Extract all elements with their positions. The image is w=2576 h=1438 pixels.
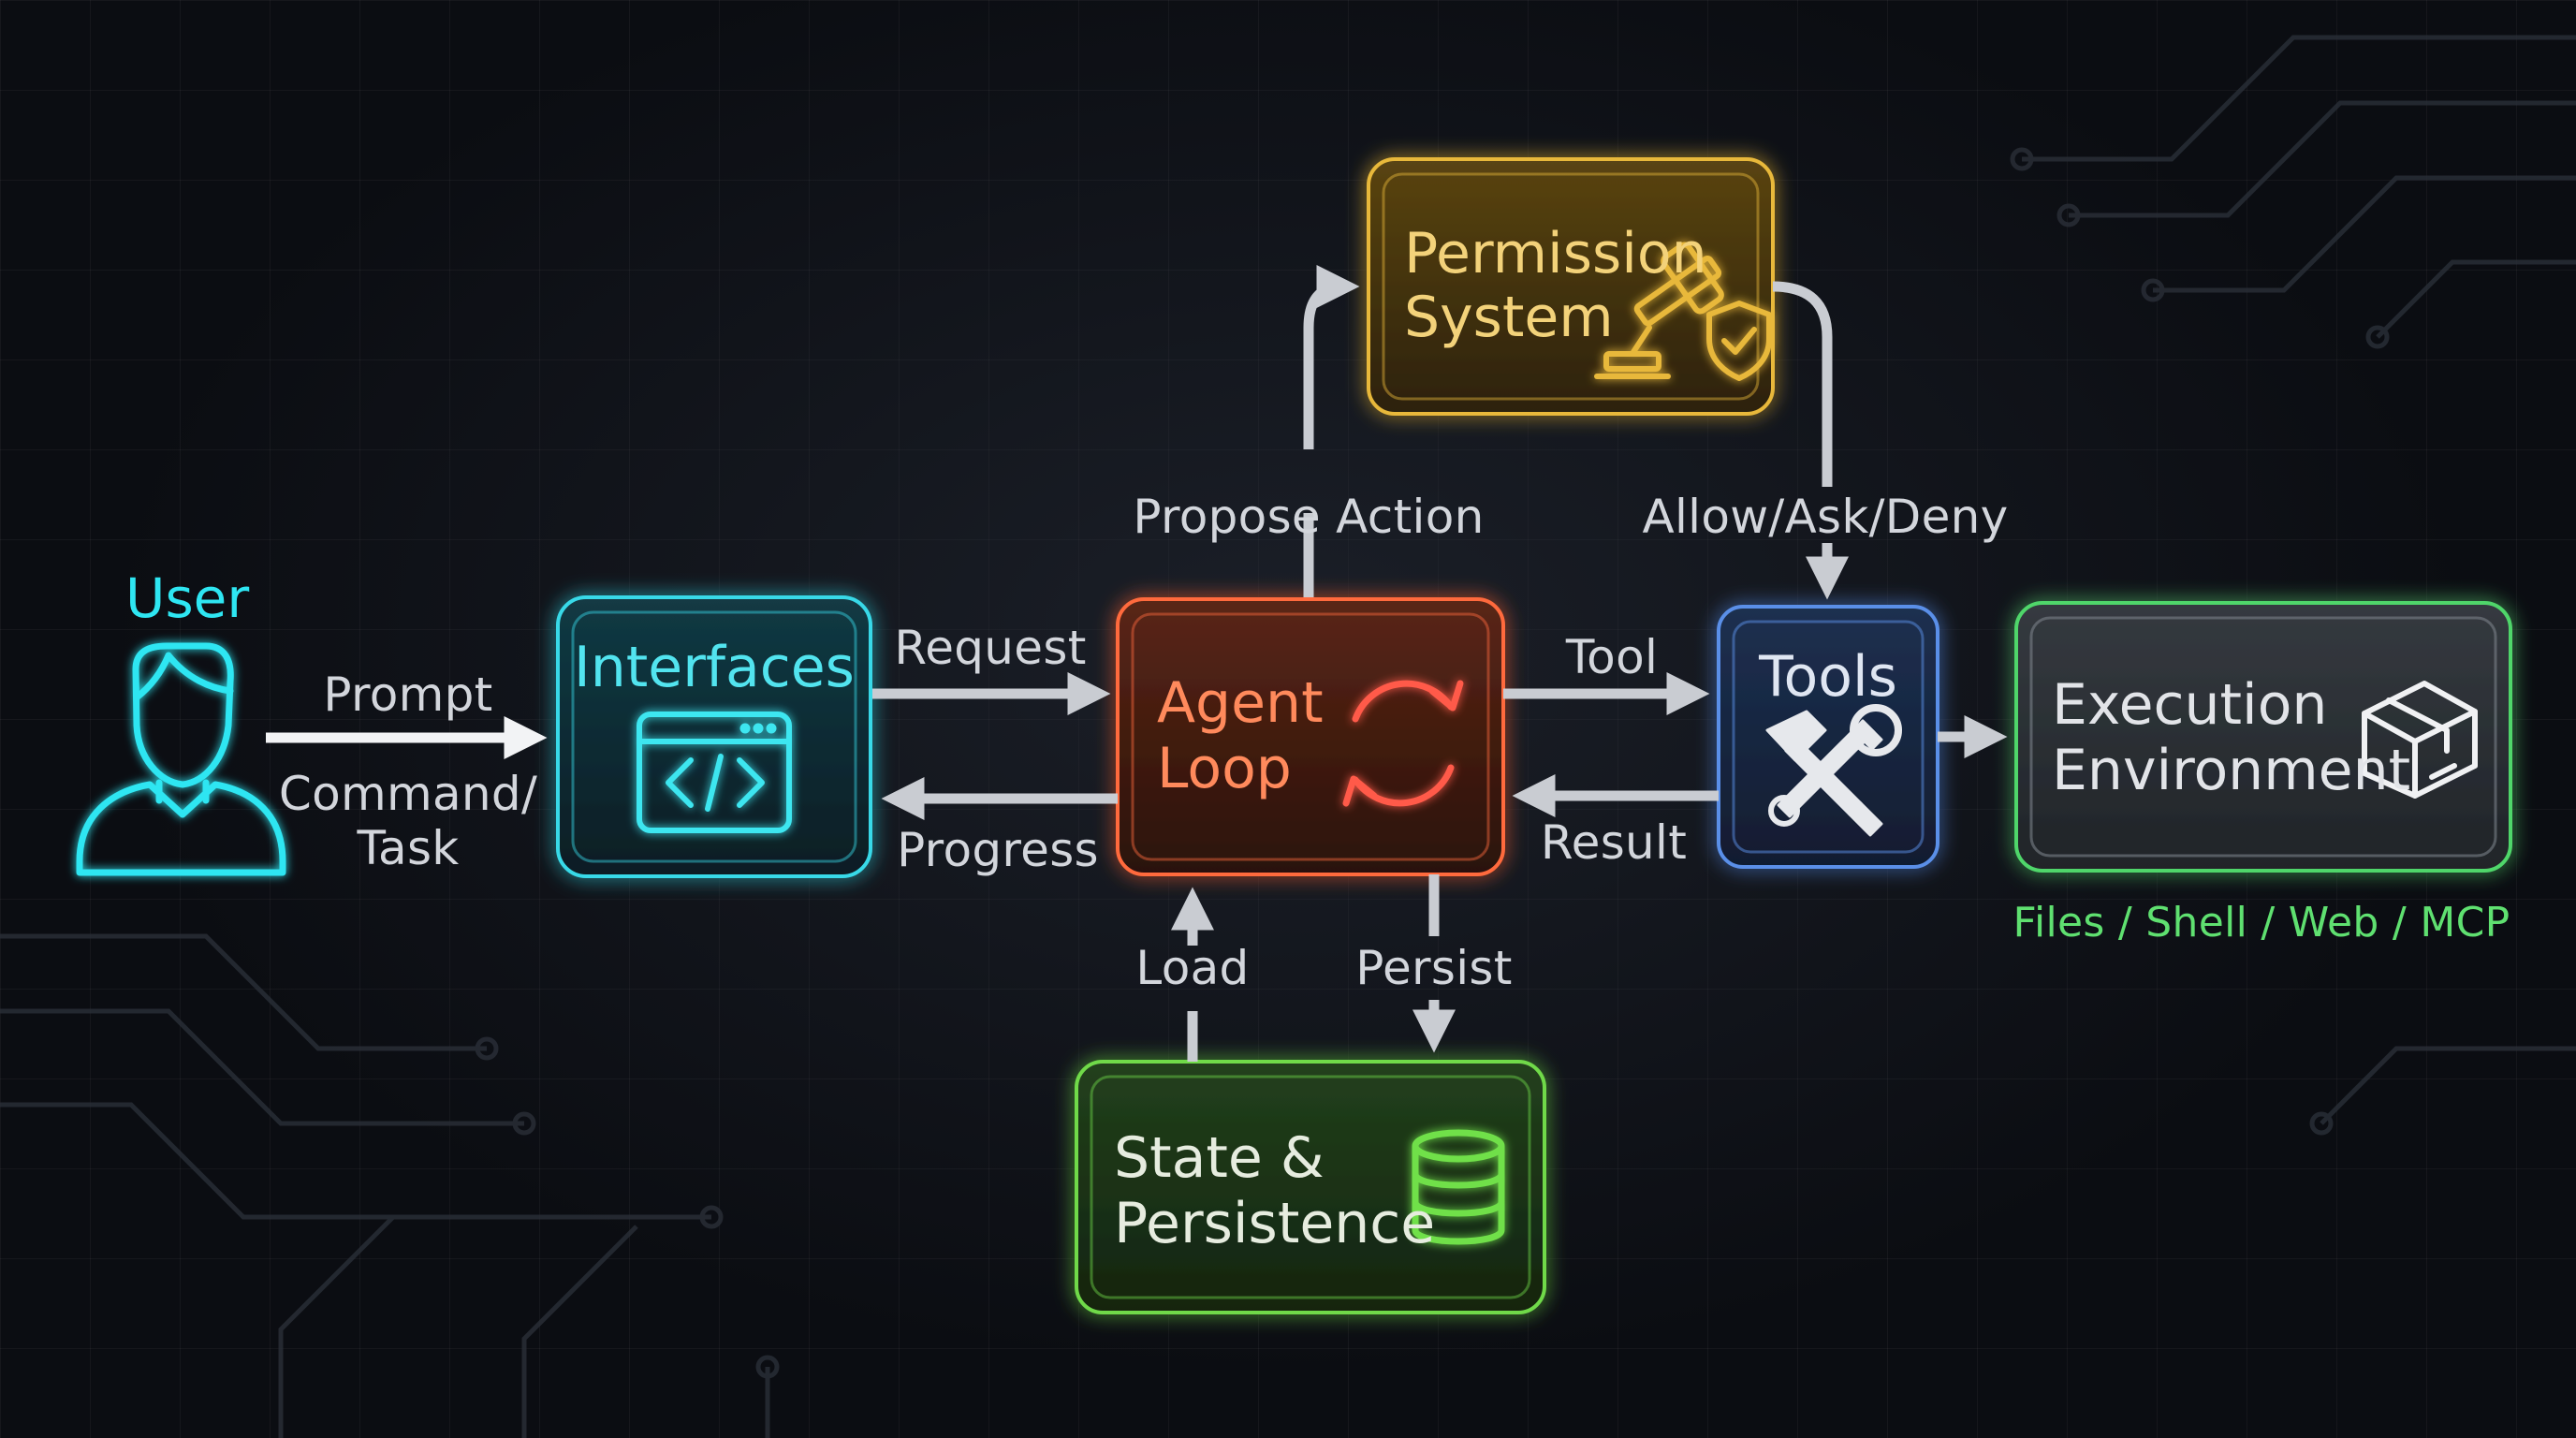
edge-label-tool: Tool [1565,630,1659,684]
package-box-icon [2362,681,2478,799]
user-icon [76,642,286,876]
edge-label-progress: Progress [897,823,1099,877]
execution-node-shape [2014,601,2512,873]
edge-label-load: Load [1135,941,1250,995]
agent-loop-label-line2: Loop [1157,736,1292,801]
edge-label-result: Result [1540,815,1688,870]
edge-label-command-task-1: Command/ [278,767,538,821]
interfaces-label: Interfaces [574,635,855,700]
execution-label-line2: Environment [2052,738,2411,803]
circuit-decoration [0,35,2576,1438]
state-label-line2: Persistence [1114,1191,1436,1256]
execution-caption: Files / Shell / Web / MCP [2012,899,2510,946]
permission-label-line2: System [1404,285,1614,350]
edge-label-allow-ask-deny: Allow/Ask/Deny [1642,490,2009,544]
gavel-shield-icon [1594,242,1772,381]
edge-label-command-task-2: Task [357,821,460,875]
tools-label: Tools [1759,644,1897,710]
state-label-line1: State & [1114,1125,1325,1191]
database-icon [1412,1129,1505,1245]
hammer-wrench-icon [1765,704,1902,837]
arrow-propose-action [1309,286,1348,599]
edge-label-prompt: Prompt [323,668,493,722]
edge-label-persist: Persist [1355,941,1513,995]
state-node-shape [1075,1060,1546,1314]
agent-loop-label-line1: Agent [1157,670,1324,736]
execution-label-line1: Execution [2052,672,2328,738]
user-label: User [125,566,250,630]
edge-label-propose-action: Propose Action [1133,490,1485,544]
edge-label-request: Request [894,621,1087,675]
edge-arrows [266,264,2008,1062]
arrow-allow-ask-deny [1772,281,1833,487]
permission-label-line1: Permission [1404,221,1707,286]
code-window-icon [637,712,792,833]
interfaces-node-shape [556,595,872,878]
refresh-cycle-icon [1342,680,1464,807]
